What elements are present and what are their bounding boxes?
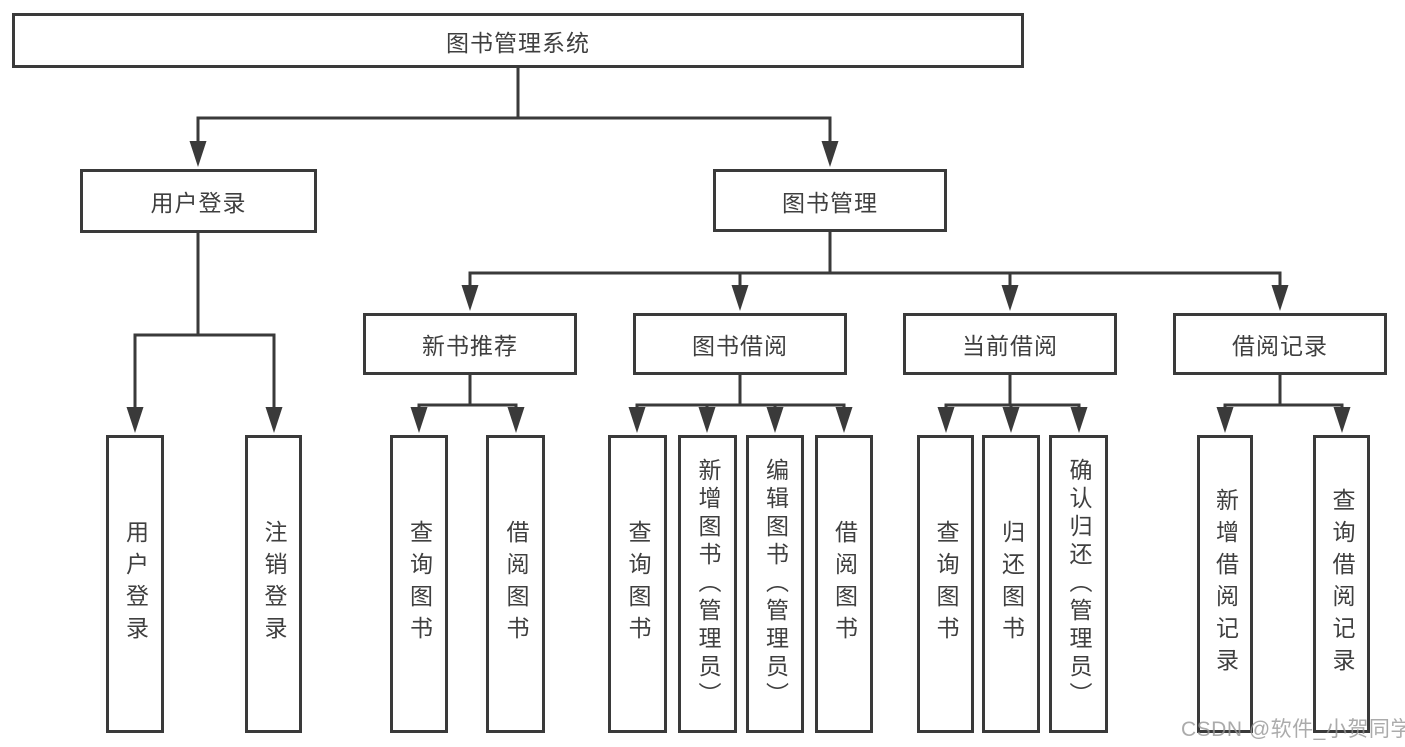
node-new-book-recommendation-label: 新书推荐: [422, 333, 518, 359]
watermark: CSDN @软件_小贺同学: [1181, 718, 1405, 741]
leaf-logout-label: 注销登录: [261, 520, 287, 648]
node-root-label: 图书管理系统: [446, 29, 590, 56]
node-root: 图书管理系统: [12, 13, 1024, 68]
node-borrowing-records-label: 借阅记录: [1232, 333, 1328, 359]
leaf-confirm-return-admin: 确认归还（管理员）: [1049, 435, 1108, 733]
leaf-edit-book-admin-label: 编辑图书（管理员）: [762, 458, 789, 710]
node-current-borrowing-label: 当前借阅: [962, 333, 1058, 359]
leaf-return-book-label: 归还图书: [998, 520, 1025, 648]
leaf-return-book: 归还图书: [982, 435, 1040, 733]
leaf-user-login: 用户登录: [106, 435, 164, 733]
leaf-confirm-return-admin-label: 确认归还（管理员）: [1066, 458, 1092, 710]
node-new-book-recommendation: 新书推荐: [363, 313, 577, 375]
leaf-query-book-2: 查询图书: [608, 435, 667, 733]
leaf-query-book-1: 查询图书: [390, 435, 448, 733]
leaf-borrow-book-2-label: 借阅图书: [831, 520, 858, 648]
leaf-query-book-3-label: 查询图书: [933, 520, 959, 648]
leaf-borrow-book-1: 借阅图书: [486, 435, 545, 733]
leaf-add-borrow-record: 新增借阅记录: [1197, 435, 1253, 733]
leaf-query-borrow-record: 查询借阅记录: [1313, 435, 1370, 733]
leaf-query-book-1-label: 查询图书: [406, 520, 433, 648]
leaf-borrow-book-1-label: 借阅图书: [503, 520, 529, 648]
leaf-edit-book-admin: 编辑图书（管理员）: [746, 435, 804, 733]
leaf-add-book-admin-label: 新增图书（管理员）: [695, 458, 721, 710]
node-user-login-label: 用户登录: [150, 190, 247, 216]
node-current-borrowing: 当前借阅: [903, 313, 1117, 375]
leaf-add-borrow-record-label: 新增借阅记录: [1212, 488, 1239, 680]
node-book-management: 图书管理: [713, 169, 947, 232]
leaf-user-login-label: 用户登录: [122, 520, 149, 648]
node-borrowing-records: 借阅记录: [1173, 313, 1387, 375]
leaf-borrow-book-2: 借阅图书: [815, 435, 873, 733]
node-book-borrowing-label: 图书借阅: [692, 333, 788, 359]
node-book-borrowing: 图书借阅: [633, 313, 847, 375]
arrowheads: [126, 141, 1351, 433]
leaf-query-book-2-label: 查询图书: [625, 520, 651, 648]
leaf-add-book-admin: 新增图书（管理员）: [678, 435, 737, 733]
node-user-login: 用户登录: [80, 169, 317, 233]
leaf-query-borrow-record-label: 查询借阅记录: [1329, 488, 1355, 680]
node-book-management-label: 图书管理: [782, 189, 878, 216]
leaf-logout: 注销登录: [245, 435, 302, 733]
leaf-query-book-3: 查询图书: [917, 435, 974, 733]
